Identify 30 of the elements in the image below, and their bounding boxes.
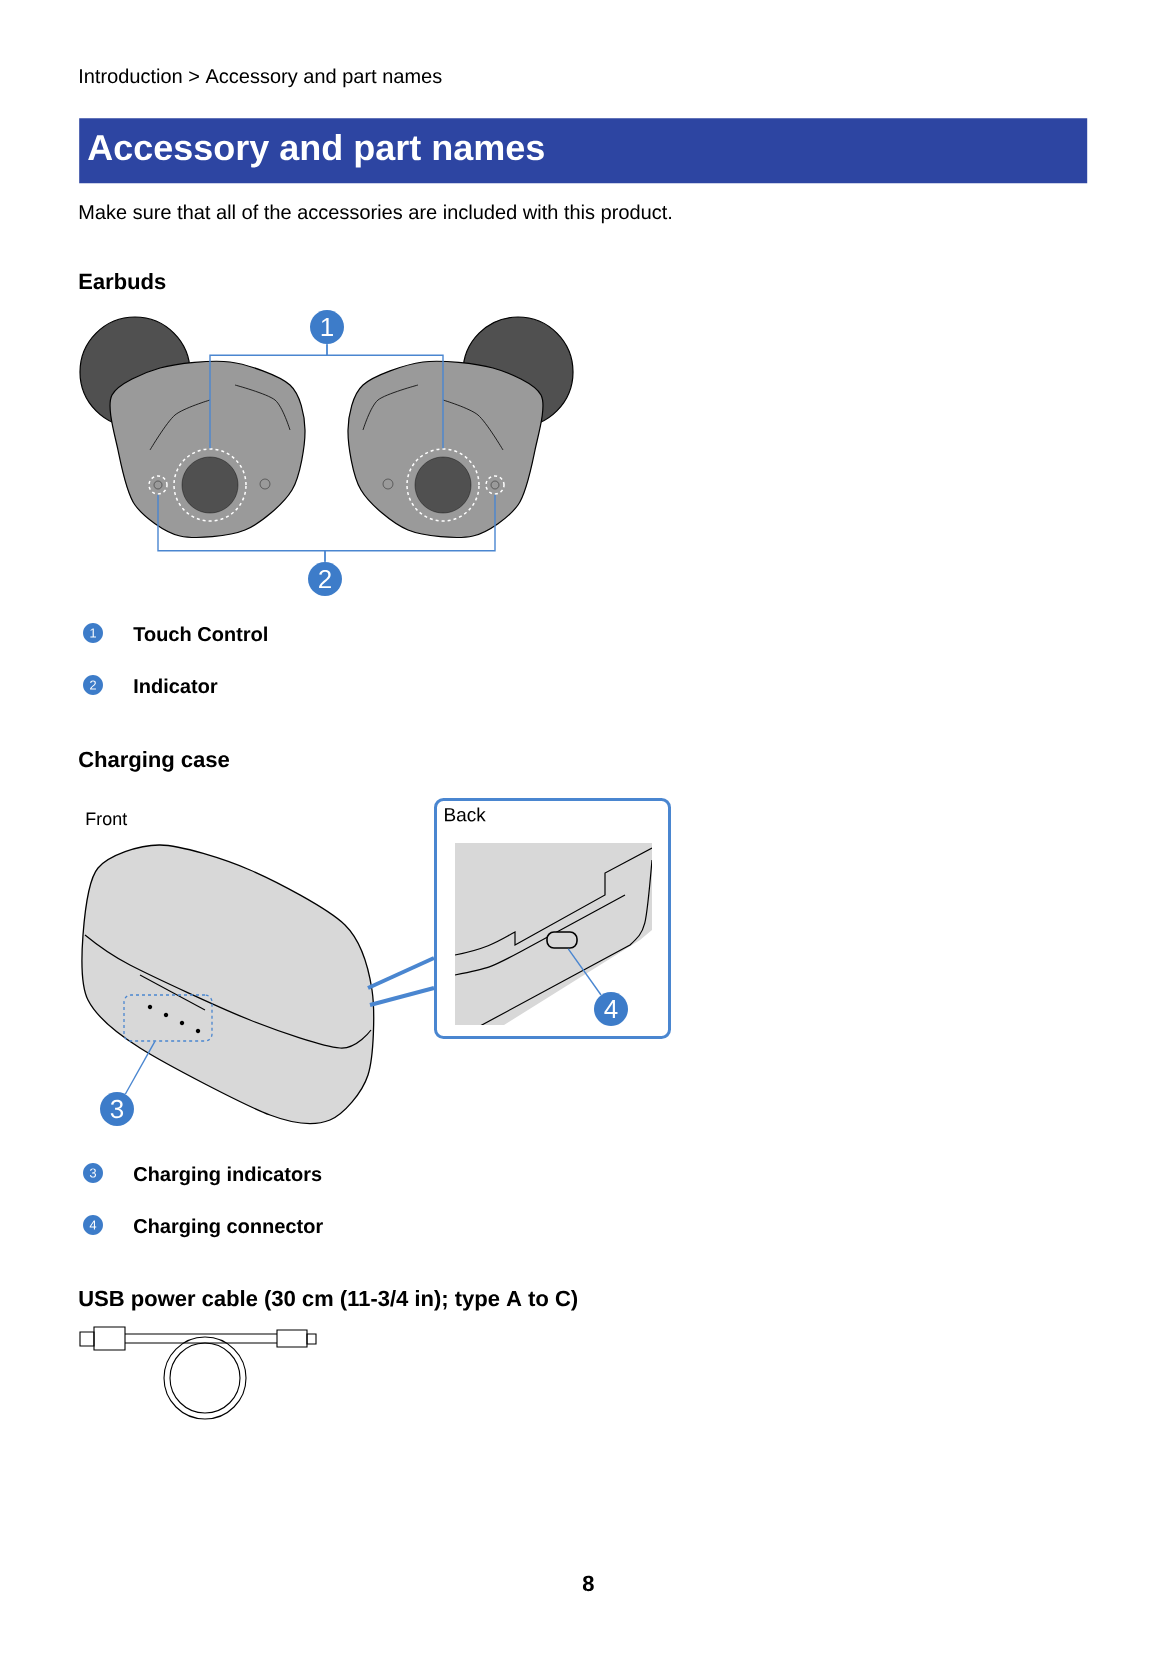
leader-line (324, 494, 496, 563)
section-heading: USB power cable (30 cm (11-3/4 in); type A to C) (79, 1290, 578, 1311)
section-heading: Earbuds (79, 273, 166, 290)
callout-number: 1 (310, 310, 344, 344)
indicator-outline (485, 475, 505, 495)
list-number: 1 (83, 623, 103, 643)
intro-text: Make sure that all of the accessories are included with this product. (79, 204, 672, 224)
list-number: 3 (83, 1163, 103, 1183)
touch-pad-outline (406, 448, 480, 522)
part-name: Touch Control (133, 626, 267, 642)
callout-number: 3 (100, 1092, 134, 1126)
callout-number: 2 (308, 562, 342, 596)
leader-line (124, 1040, 156, 1095)
callout-number: 4 (594, 992, 628, 1026)
part-name: Charging connector (134, 1218, 323, 1238)
title-band: Accessory and part names (79, 118, 1088, 184)
view-label: Front (86, 812, 128, 826)
leader-line (567, 948, 602, 996)
indicator-outline (148, 475, 168, 495)
page-number: 8 (582, 1575, 594, 1592)
touch-pad-outline (173, 448, 247, 522)
part-name: Indicator (134, 678, 218, 694)
breadcrumb: Introduction > Accessory and part names (80, 68, 442, 88)
part-name: Charging indicators (134, 1166, 322, 1186)
leader-line (326, 343, 444, 449)
list-number: 2 (83, 675, 103, 695)
section-heading: Charging case (79, 751, 230, 772)
list-number: 4 (83, 1215, 103, 1235)
usb-port (546, 931, 578, 949)
indicator-outline (123, 994, 213, 1042)
